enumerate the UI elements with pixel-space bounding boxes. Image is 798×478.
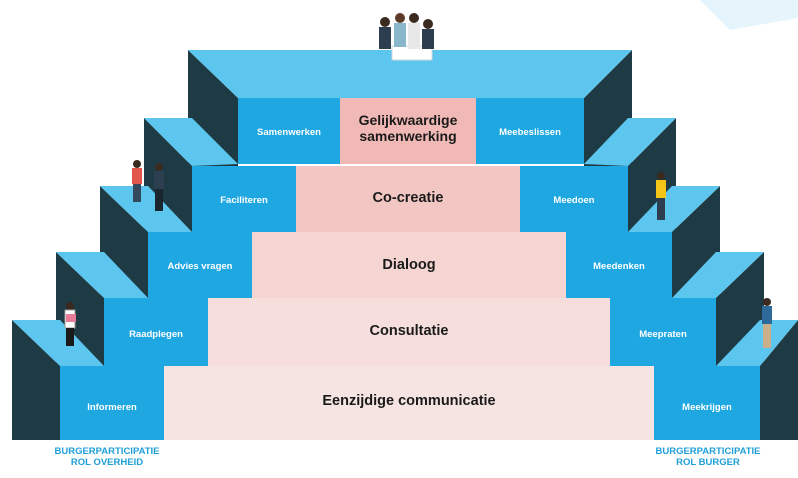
left-step-label-1: Informeren bbox=[87, 402, 137, 413]
person-right-icon bbox=[656, 172, 666, 220]
left-step-label-3: Advies vragen bbox=[167, 261, 233, 272]
right-step-label-3: Meedenken bbox=[593, 261, 645, 272]
person-walking-icon bbox=[762, 298, 772, 348]
right-step-label-4: Meedoen bbox=[553, 195, 595, 206]
left-step-label-5: Samenwerken bbox=[257, 127, 321, 138]
band-label-level-2: Consultatie bbox=[369, 323, 449, 339]
top-platform bbox=[188, 50, 632, 98]
left-stair-fronts bbox=[60, 98, 340, 440]
band-label-level-1: Eenzijdige communicatie bbox=[322, 393, 496, 409]
left-step-label-4: Faciliteren bbox=[220, 195, 268, 206]
footer-right-line1: BURGERPARTICIPATIE bbox=[655, 446, 761, 457]
footer-right-line2: ROL BURGER bbox=[676, 457, 740, 469]
band-label-level-5: Gelijkwaardige samenwerking bbox=[358, 112, 458, 145]
right-stair-fronts bbox=[476, 98, 760, 440]
left-step-label-2: Raadplegen bbox=[129, 329, 183, 340]
background-wedge bbox=[700, 0, 798, 30]
footer-right: BURGERPARTICIPATIE ROL BURGER bbox=[633, 446, 783, 469]
center-bands bbox=[164, 98, 654, 440]
footer-left-line2: ROL OVERHEID bbox=[70, 457, 144, 469]
left-stair-treads bbox=[12, 118, 238, 366]
person-left-icon bbox=[64, 302, 76, 346]
footer-left-line1: BURGERPARTICIPATIE bbox=[54, 446, 160, 457]
person-pair-icon bbox=[132, 160, 164, 211]
band-label-level-3: Dialoog bbox=[382, 257, 436, 273]
right-stair-treads bbox=[584, 118, 798, 366]
right-step-label-5: Meebeslissen bbox=[499, 127, 561, 138]
people-group-icon bbox=[379, 13, 434, 61]
right-step-label-2: Meepraten bbox=[639, 329, 687, 340]
footer-left: BURGERPARTICIPATIE ROL OVERHEID bbox=[32, 446, 182, 469]
right-step-label-1: Meekrijgen bbox=[682, 402, 732, 413]
band-label-level-4: Co-creatie bbox=[372, 190, 444, 206]
